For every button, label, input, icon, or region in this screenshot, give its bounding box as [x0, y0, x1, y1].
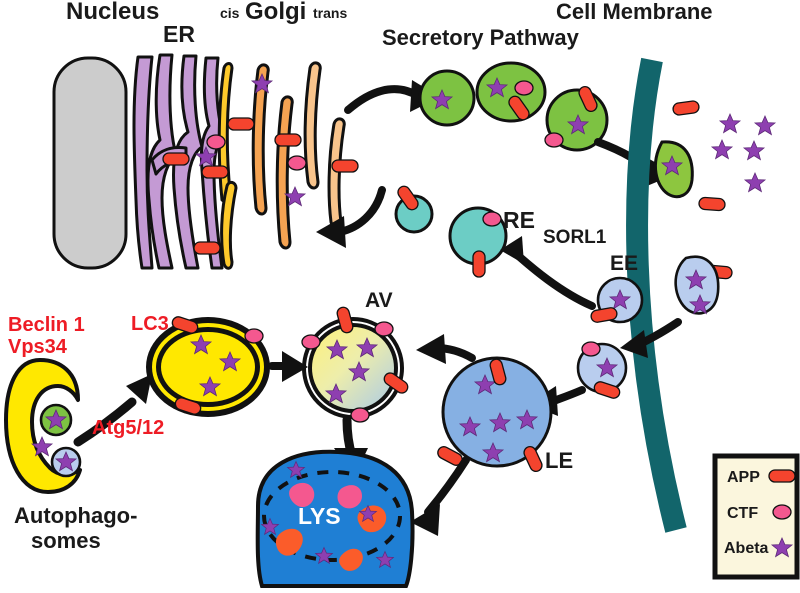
golgi-apparatus-shape: [217, 61, 346, 270]
endocytic-vesicle-at-membrane: [674, 255, 720, 315]
label-golgi-trans: trans: [313, 5, 348, 21]
endosome-intermediate-shape: [576, 341, 628, 401]
legend-label-ctf: CTF: [727, 505, 759, 522]
arrow-le-to-lysosome: [410, 456, 470, 536]
late-endosome-shape: [441, 356, 553, 468]
legend-label-app: APP: [727, 469, 760, 486]
arrow-membrane-to-endosome: [620, 318, 682, 358]
label-recycling-endosome: RE: [503, 207, 535, 233]
legend-app-icon: [768, 469, 796, 483]
phagophore-contents: [31, 403, 82, 478]
label-nucleus: Nucleus: [66, 0, 160, 25]
label-beclin1: Beclin 1: [8, 314, 85, 336]
legend-box: [712, 453, 800, 580]
extracellular-abeta: [711, 113, 776, 193]
label-late-endosome: LE: [545, 448, 574, 473]
label-cell-membrane: Cell Membrane: [556, 0, 713, 24]
teal-transport-vesicle: [394, 183, 434, 234]
label-autophagosomes-line2: somes: [31, 528, 101, 553]
label-lc3: LC3: [131, 313, 169, 335]
phagophore-shape: [4, 358, 82, 494]
label-lysosome: LYS: [298, 503, 341, 529]
label-vps34: Vps34: [8, 336, 67, 358]
autophagosome-lc3-shape: [146, 317, 270, 417]
arrow-le-to-av: [416, 334, 476, 364]
nucleus-shape: [52, 56, 128, 270]
label-er: ER: [163, 21, 195, 47]
recycling-endosome-shape: [448, 206, 508, 278]
lysosome-degradation-products: [261, 461, 394, 571]
label-secretory-pathway: Secretory Pathway: [382, 25, 579, 50]
label-early-endosome: EE: [610, 252, 639, 275]
arrow-phagophore-to-autophagosome: [73, 374, 152, 447]
label-autophagic-vacuole: AV: [365, 289, 393, 312]
plasma-membrane-shape: [626, 57, 687, 533]
legend-ctf-icon: [772, 504, 792, 520]
early-endosome-shape: [589, 276, 644, 324]
arrow-secretory-recycle-back: [316, 186, 386, 248]
label-atg5-12: Atg5/12: [92, 417, 165, 439]
arrow-ee-to-re: [500, 236, 596, 310]
arrow-autophagosome-to-av: [268, 351, 308, 382]
membrane-fusing-vesicle: [653, 140, 694, 199]
label-golgi-cis: cis: [220, 5, 240, 21]
label-sorl1: SORL1: [543, 227, 607, 248]
label-autophagosomes-line1: Autophago-: [14, 503, 138, 528]
legend-label-abeta: Abeta: [724, 540, 769, 557]
label-golgi: Golgi: [245, 0, 307, 25]
